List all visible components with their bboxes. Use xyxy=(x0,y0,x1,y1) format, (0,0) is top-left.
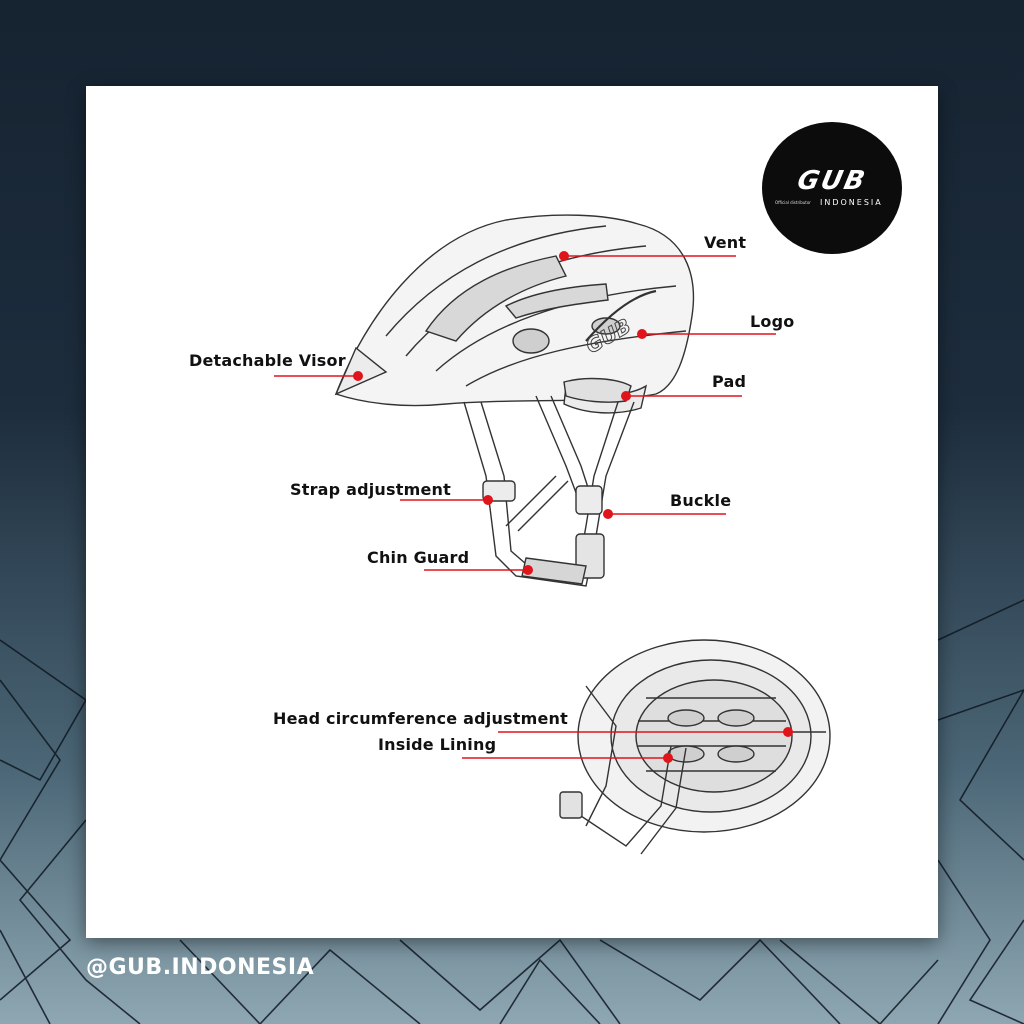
label-buckle: Buckle xyxy=(670,491,731,510)
label-pad: Pad xyxy=(712,372,746,391)
label-head-circumference-adjustment: Head circumference adjustment xyxy=(273,709,568,728)
label-detachable-visor: Detachable Visor xyxy=(189,351,346,370)
gub-logo-badge: GUB Official distributor INDONESIA xyxy=(762,122,902,254)
label-vent: Vent xyxy=(704,233,746,252)
label-logo: Logo xyxy=(750,312,794,331)
logo-region-text: INDONESIA xyxy=(820,198,883,207)
watermark-handle: @GUB.INDONESIA xyxy=(86,955,314,980)
helmet-underside-view xyxy=(560,640,830,854)
label-chin-guard: Chin Guard xyxy=(367,548,469,567)
label-strap-adjustment: Strap adjustment xyxy=(290,480,451,499)
logo-small-text: Official distributor xyxy=(775,200,811,205)
label-inside-lining: Inside Lining xyxy=(378,735,496,754)
diagram-card: GUB xyxy=(86,86,938,938)
logo-wordmark: GUB xyxy=(759,166,905,196)
helmet-side-view: GUB xyxy=(336,215,693,586)
